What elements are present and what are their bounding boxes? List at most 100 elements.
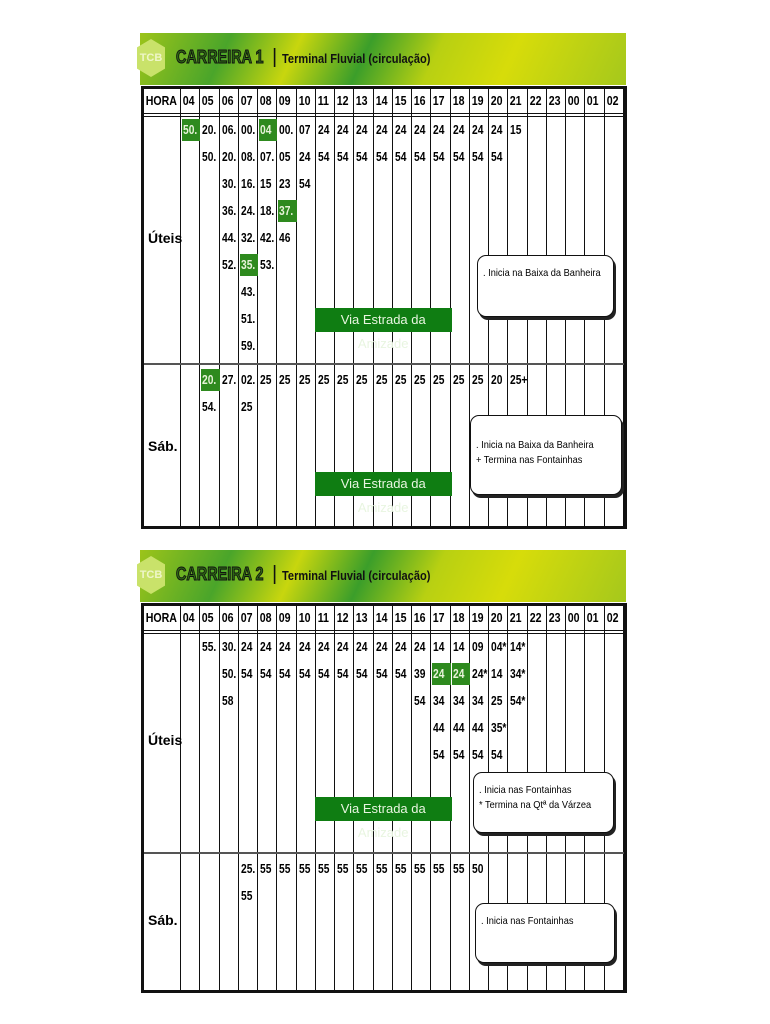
departure-time-cell: 54 <box>259 663 277 685</box>
via-estrada-banner: Via Estrada da Amizade <box>314 472 452 515</box>
departure-time-cell: 25 <box>490 690 508 712</box>
departure-time-cell: 18. <box>259 200 277 222</box>
departure-time: 50 <box>471 862 484 876</box>
departure-time: 24 <box>414 123 426 137</box>
departure-time-cell: 24 <box>298 636 316 658</box>
departure-time: 20. <box>202 373 217 387</box>
departure-time: 25 <box>260 373 272 387</box>
hour-header: 19 <box>471 94 484 108</box>
hour-header: 04 <box>182 94 195 108</box>
departure-time-cell: 54 <box>375 663 393 685</box>
departure-time: 54 <box>491 748 503 762</box>
departure-time: 24 <box>298 150 310 164</box>
hour-header: 10 <box>298 94 311 108</box>
departure-time-cell: 54 <box>490 146 508 168</box>
departure-time-cell: 54 <box>413 690 431 712</box>
via-estrada-banner: Via Estrada da Amizade <box>314 308 452 351</box>
hours-label: HORA <box>145 94 177 108</box>
hour-header: 08 <box>259 611 272 625</box>
departure-time: 24 <box>240 640 253 654</box>
departure-time: 25 <box>394 373 407 387</box>
departure-time: 37. <box>279 204 294 218</box>
departure-time: 55. <box>202 640 217 654</box>
departure-time: 24 <box>298 640 310 654</box>
departure-time: 51. <box>240 312 256 326</box>
column-divider <box>295 89 297 526</box>
departure-time-cell: 00. <box>278 119 296 141</box>
hour-header: 07 <box>240 611 253 625</box>
departure-time-cell: 54 <box>432 146 450 168</box>
departure-time-cell: 44 <box>452 717 470 739</box>
departure-time: 25 <box>433 373 445 387</box>
departure-time: 06. <box>221 123 236 137</box>
departure-time: 55 <box>240 889 253 903</box>
route-subtitle: Terminal Fluvial (circulação) <box>282 51 431 66</box>
departure-time-cell: 25 <box>355 369 373 391</box>
departure-time: 04* <box>491 640 507 654</box>
departure-time-cell: 23 <box>278 173 296 195</box>
departure-time-cell: 20. <box>201 119 219 141</box>
hour-header: 20 <box>490 611 503 625</box>
hour-header: 13 <box>356 94 368 108</box>
column-divider <box>391 89 393 526</box>
departure-time-cell: 04 <box>259 119 278 141</box>
departure-time-cell: 24 <box>317 636 335 658</box>
departure-time: 50. <box>183 123 198 137</box>
hour-header: 11 <box>317 611 329 625</box>
departure-time-cell: 54 <box>298 663 316 685</box>
day-label: Sáb. <box>148 438 178 454</box>
departure-time: 24 <box>394 123 407 137</box>
departure-time: 24 <box>394 640 407 654</box>
column-divider <box>314 89 316 526</box>
departure-time: 14 <box>433 640 445 654</box>
hour-header: 17 <box>433 94 445 108</box>
departure-time-cell: 24 <box>413 119 431 141</box>
departure-time: 54 <box>452 150 465 164</box>
departure-time-cell: 46 <box>278 227 296 249</box>
departure-time-cell: 05 <box>278 146 296 168</box>
column-divider <box>199 89 201 526</box>
hour-header: 16 <box>413 94 426 108</box>
departure-time: 54 <box>491 150 503 164</box>
departure-time: 15 <box>510 123 522 137</box>
departure-time-cell: 44 <box>471 717 489 739</box>
hour-header: 15 <box>394 94 407 108</box>
departure-time-cell: 55. <box>201 636 219 658</box>
departure-time: 34* <box>510 667 526 681</box>
departure-time: 55 <box>260 862 272 876</box>
departure-time: 52. <box>221 258 236 272</box>
departure-time-cell: 25 <box>432 369 450 391</box>
departure-time: 54 <box>394 150 407 164</box>
departure-time: 54 <box>375 150 387 164</box>
departure-time-cell: 51. <box>240 308 258 330</box>
hour-header: 02 <box>606 94 619 108</box>
departure-time: 24 <box>317 640 330 654</box>
hour-header: 02 <box>606 611 619 625</box>
hour-header: 13 <box>356 611 368 625</box>
hour-header: 21 <box>510 94 522 108</box>
departure-time: 54. <box>202 400 217 414</box>
departure-time: 24 <box>452 667 465 681</box>
departure-time: 39 <box>414 667 426 681</box>
departure-time-cell: 20. <box>221 146 239 168</box>
departure-time: 24 <box>356 640 368 654</box>
hour-header: 19 <box>471 611 484 625</box>
departure-time-cell: 09 <box>471 636 489 658</box>
departure-time-cell: 54 <box>298 173 316 195</box>
hours-label: HORA <box>145 611 177 625</box>
hour-header: 01 <box>587 611 599 625</box>
departure-time-cell: 55 <box>298 858 316 880</box>
departure-time-cell: 55 <box>432 858 450 880</box>
departure-time: 00. <box>279 123 294 137</box>
note-line: * Termina na Qtª da Várzea <box>479 799 592 811</box>
departure-time-cell: 55 <box>336 858 354 880</box>
departure-time-cell: 25 <box>259 369 277 391</box>
departure-time: 54 <box>471 150 484 164</box>
column-divider <box>180 89 181 526</box>
departure-time: 50. <box>202 150 217 164</box>
departure-time-cell: 36. <box>221 200 239 222</box>
